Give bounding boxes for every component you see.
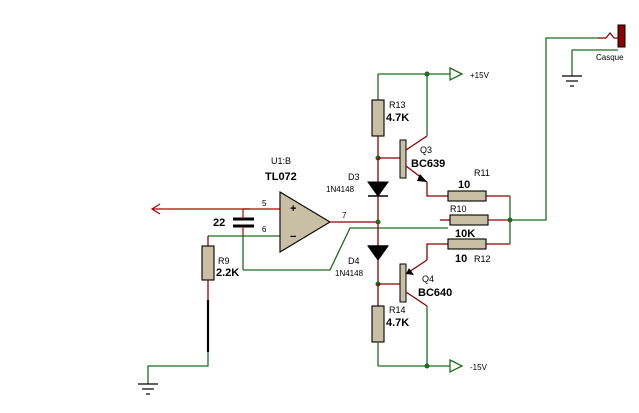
capacitor-22: 22 xyxy=(213,209,254,236)
resistor-r11: R11 10 xyxy=(447,168,510,202)
r9-ref: R9 xyxy=(218,256,230,266)
r11-value: 10 xyxy=(458,179,470,191)
diode-d3: D3 1N4148 xyxy=(326,158,389,246)
resistor-r14: R14 4.7K xyxy=(371,284,409,366)
power-arrow-neg: -15V xyxy=(449,358,488,374)
opamp-tl072: + − 5 6 7 U1:B TL072 xyxy=(262,156,347,253)
power-pos-label: +15V xyxy=(470,71,490,80)
headphone-jack: Casque xyxy=(571,24,626,76)
r14-ref: R14 xyxy=(389,305,406,315)
transistor-q3: Q3 BC639 xyxy=(378,74,448,197)
d4-ref: D4 xyxy=(348,256,360,266)
opamp-pin-out: 7 xyxy=(342,211,347,220)
r14-value: 4.7K xyxy=(386,317,409,329)
r10-ref: R10 xyxy=(450,204,467,214)
r10-value: 10K xyxy=(455,228,475,240)
opamp-part: TL072 xyxy=(265,171,297,183)
ground-symbol-right xyxy=(562,75,582,87)
opamp-pin-plus: 5 xyxy=(262,199,267,208)
opamp-ref: U1:B xyxy=(271,156,291,166)
resistor-r10: R10 10K xyxy=(380,204,510,240)
input-signal xyxy=(150,203,250,215)
q4-part: BC640 xyxy=(418,287,452,299)
capacitor-value: 22 xyxy=(213,217,225,229)
q3-part: BC639 xyxy=(411,158,445,170)
resistor-r13: R13 4.7K xyxy=(371,74,409,158)
transistor-q4: Q4 BC640 xyxy=(378,243,452,366)
opamp-plus-sign: + xyxy=(290,203,296,215)
r13-value: 4.7K xyxy=(386,112,409,124)
q3-ref: Q3 xyxy=(420,145,432,155)
r12-ref: R12 xyxy=(474,254,491,264)
power-arrow-pos: +15V xyxy=(449,66,490,82)
r11-ref: R11 xyxy=(474,168,490,178)
resistor-r12: 10 R12 xyxy=(447,238,510,265)
d3-part: 1N4148 xyxy=(326,185,355,194)
r13-ref: R13 xyxy=(389,100,406,110)
jack-label: Casque xyxy=(596,53,624,62)
d3-ref: D3 xyxy=(348,172,360,182)
opamp-pin-minus: 6 xyxy=(262,225,267,234)
r12-value: 10 xyxy=(455,253,467,265)
power-neg-label: -15V xyxy=(470,363,488,372)
d4-part: 1N4148 xyxy=(335,269,364,278)
diode-d4: D4 1N4148 xyxy=(335,245,389,284)
opamp-minus-sign: − xyxy=(290,231,296,243)
resistor-r9: R9 2.2K xyxy=(201,236,239,352)
r9-value: 2.2K xyxy=(216,267,239,279)
q4-ref: Q4 xyxy=(422,274,434,284)
ground-symbol-left xyxy=(138,383,158,395)
